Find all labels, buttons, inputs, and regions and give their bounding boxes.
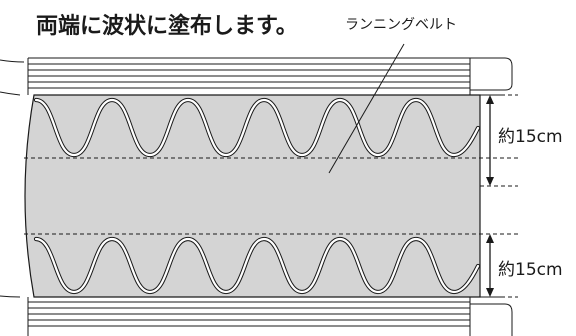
bottom-roller-stripes (0, 295, 513, 336)
dimension-arrow-bottom (486, 234, 494, 297)
top-roller-stripes (0, 57, 513, 96)
callout-label: ランニングベルト (345, 17, 457, 33)
top-wave-application (33, 97, 481, 158)
dimension-label-bottom: 約15cm (498, 260, 563, 280)
heading: 両端に波状に塗布します。 (36, 14, 298, 39)
bottom-wave-application (33, 236, 481, 295)
callout-leader-line (328, 43, 405, 174)
dimension-label-top: 約15cm (498, 127, 563, 147)
dashed-guide-lines (24, 94, 518, 298)
dimension-arrow-top (486, 95, 494, 186)
